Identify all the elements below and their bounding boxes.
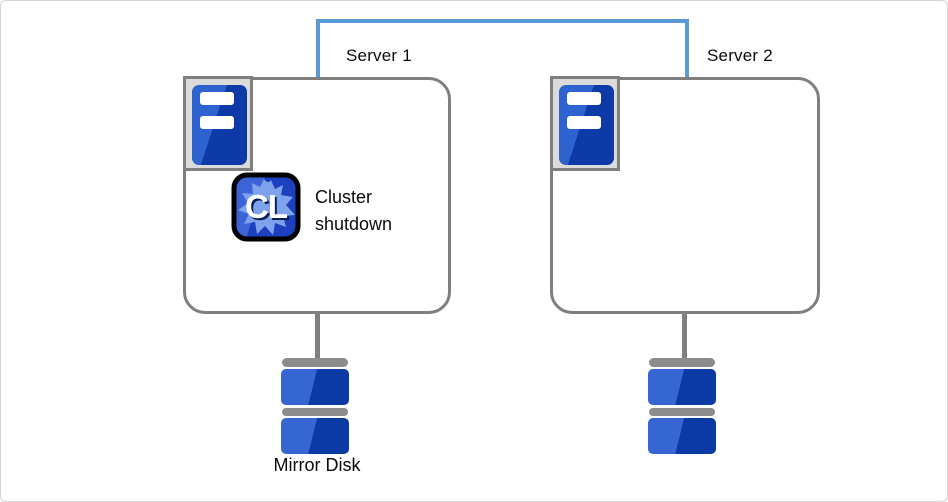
- server1-disk-link: [315, 313, 320, 360]
- server-tower-icon: [192, 85, 247, 165]
- drive-bay-bar: [567, 116, 601, 129]
- cluster-icon-letters-shadow: CL: [247, 190, 290, 227]
- disk-platter: [281, 418, 349, 454]
- drive-bay-bar: [200, 92, 234, 105]
- drive-bay-bar: [567, 92, 601, 105]
- server-tower-icon: [559, 85, 614, 165]
- mirror-disk-2: [648, 358, 716, 454]
- server2-disk-link: [682, 313, 687, 360]
- server1-server-icon: [183, 76, 253, 171]
- mirror-disk-label: Mirror Disk: [273, 455, 361, 475]
- disk-cap: [282, 358, 348, 367]
- disk-platter: [281, 369, 349, 405]
- disk-spacer: [649, 408, 715, 416]
- server2-label: Server 2: [707, 46, 773, 65]
- interconnect-line: [316, 19, 689, 78]
- disk-platter: [648, 369, 716, 405]
- cluster-shutdown-label: Cluster shutdown: [315, 187, 393, 234]
- cluster-icon-letters: CL: [245, 188, 288, 225]
- server2-server-icon: [550, 76, 620, 171]
- cluster-shutdown-icon: CL CL: [231, 172, 301, 242]
- disk-platter: [648, 418, 716, 454]
- server1-label: Server 1: [346, 46, 412, 65]
- mirror-disk-1: [281, 358, 349, 454]
- disk-cap: [649, 358, 715, 367]
- cluster-icon-splat: [238, 179, 295, 235]
- disk-spacer: [282, 408, 348, 416]
- drive-bay-bar: [200, 116, 234, 129]
